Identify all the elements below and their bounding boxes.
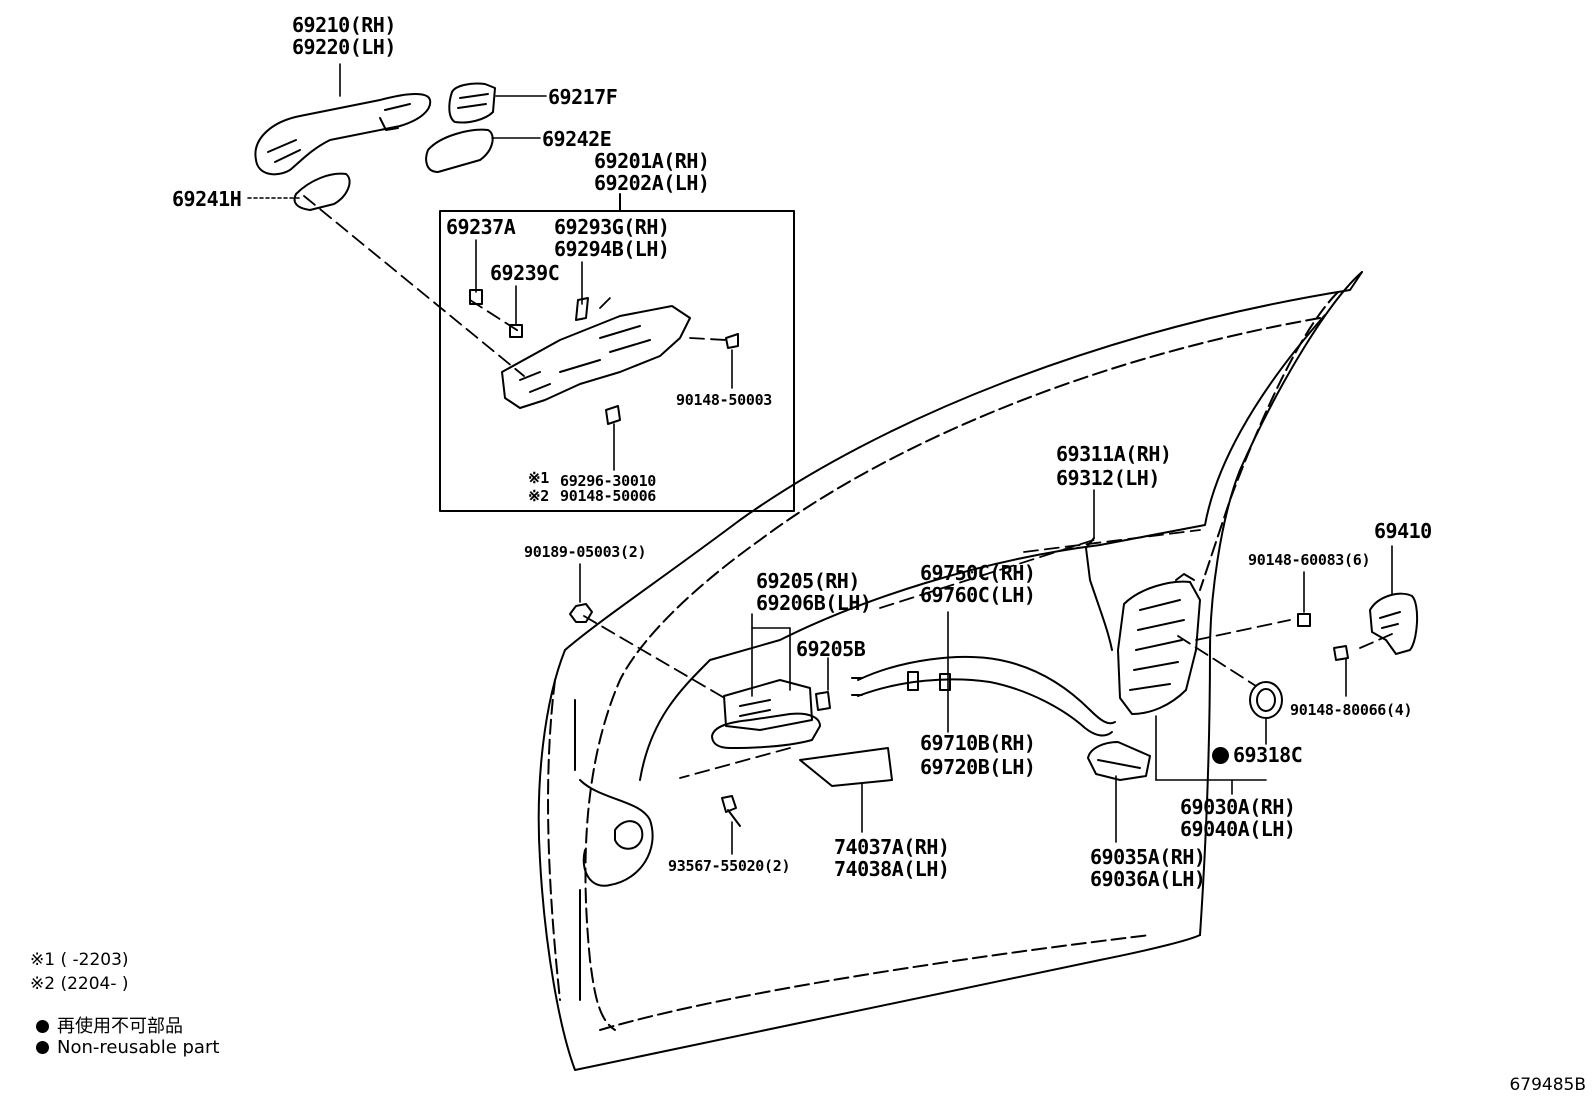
label-69410: 69410 — [1374, 519, 1432, 543]
label-69242e: 69242E — [542, 127, 612, 151]
inside-handle-part — [711, 679, 821, 749]
legend-jp-text: 再使用不可部品 — [57, 1016, 183, 1037]
seal-part — [1249, 681, 1283, 719]
label-69206b-lh: 69206B(LH) — [756, 591, 872, 615]
label-69293g-rh: 69293G(RH) — [554, 215, 670, 239]
screw-part — [721, 795, 741, 827]
lock-cables-part — [857, 655, 1116, 737]
label-69202a-lh: 69202A(LH) — [594, 171, 710, 195]
door-lock-part — [1117, 573, 1201, 715]
legend-jp: 再使用不可部品 — [36, 1012, 183, 1038]
label-69760c-lh: 69760C(LH) — [920, 583, 1036, 607]
label-74037a-rh: 74037A(RH) — [834, 835, 950, 859]
label-69750c-rh: 69750C(RH) — [920, 561, 1036, 585]
screw-part-2 — [1333, 645, 1349, 661]
label-69294b-lh: 69294B(LH) — [554, 237, 670, 261]
lock-cover-part — [1087, 741, 1151, 781]
legend-dot-icon — [36, 1020, 49, 1033]
door-panel — [537, 271, 1363, 1071]
label-69035a-rh: 69035A(RH) — [1090, 845, 1206, 869]
label-69311a-rh: 69311A(RH) — [1056, 442, 1172, 466]
mark-2: ※2 — [528, 487, 549, 505]
label-69040a-lh: 69040A(LH) — [1180, 817, 1296, 841]
leader-lines — [247, 63, 1393, 855]
note-1: ※1 ( -2203) — [30, 950, 129, 970]
label-69220-lh: 69220(LH) — [292, 35, 396, 59]
mark-1: ※1 — [528, 469, 549, 487]
legend-en: Non-reusable part — [36, 1037, 219, 1058]
label-69210-rh: 69210(RH) — [292, 13, 396, 37]
bolt-part — [1297, 613, 1311, 627]
nut-part — [569, 603, 593, 623]
protector-pad-part — [799, 747, 893, 787]
handle-frame-part — [501, 305, 691, 409]
label-69241h: 69241H — [172, 187, 242, 211]
legend-en-text: Non-reusable part — [57, 1037, 220, 1058]
label-69237a: 69237A — [446, 215, 516, 239]
label-69205-rh: 69205(RH) — [756, 569, 860, 593]
label-69030a-rh: 69030A(RH) — [1180, 795, 1296, 819]
label-69201a-rh: 69201A(RH) — [594, 149, 710, 173]
assembly-lines — [303, 195, 1393, 779]
label-90148-80066: 90148-80066(4) — [1290, 701, 1413, 719]
outside-handle-part — [254, 93, 432, 176]
label-74038a-lh: 74038A(LH) — [834, 857, 950, 881]
label-90148-50003: 90148-50003 — [676, 391, 773, 409]
label-69205b: 69205B — [796, 637, 866, 661]
striker-part — [1369, 592, 1418, 655]
legend-dot-icon-2 — [36, 1041, 49, 1054]
handle-pad-part — [425, 128, 494, 173]
label-90189-05003: 90189-05003(2) — [524, 543, 647, 561]
label-69710b-rh: 69710B(RH) — [920, 731, 1036, 755]
lock-rod-part — [1085, 537, 1113, 651]
label-69239c: 69239C — [490, 261, 560, 285]
label-93567-55020: 93567-55020(2) — [668, 857, 791, 875]
label-69318c: 69318C — [1212, 743, 1303, 767]
handle-cap-part — [448, 82, 496, 124]
label-69036a-lh: 69036A(LH) — [1090, 867, 1206, 891]
inset-frame — [439, 210, 795, 512]
label-69312-lh: 69312(LH) — [1056, 466, 1160, 490]
label-90148-50006: 90148-50006 — [560, 487, 657, 505]
non-reusable-dot-icon — [1212, 747, 1229, 764]
label-69296-30010: 69296-30010 — [560, 472, 657, 490]
figure-code: 679485B — [1509, 1075, 1586, 1095]
label-90148-60083: 90148-60083(6) — [1248, 551, 1371, 569]
label-69318c-text: 69318C — [1233, 743, 1303, 767]
note-2: ※2 (2204- ) — [30, 974, 129, 994]
rear-pad-part — [293, 172, 351, 211]
label-69217f: 69217F — [548, 85, 618, 109]
label-69720b-lh: 69720B(LH) — [920, 755, 1036, 779]
